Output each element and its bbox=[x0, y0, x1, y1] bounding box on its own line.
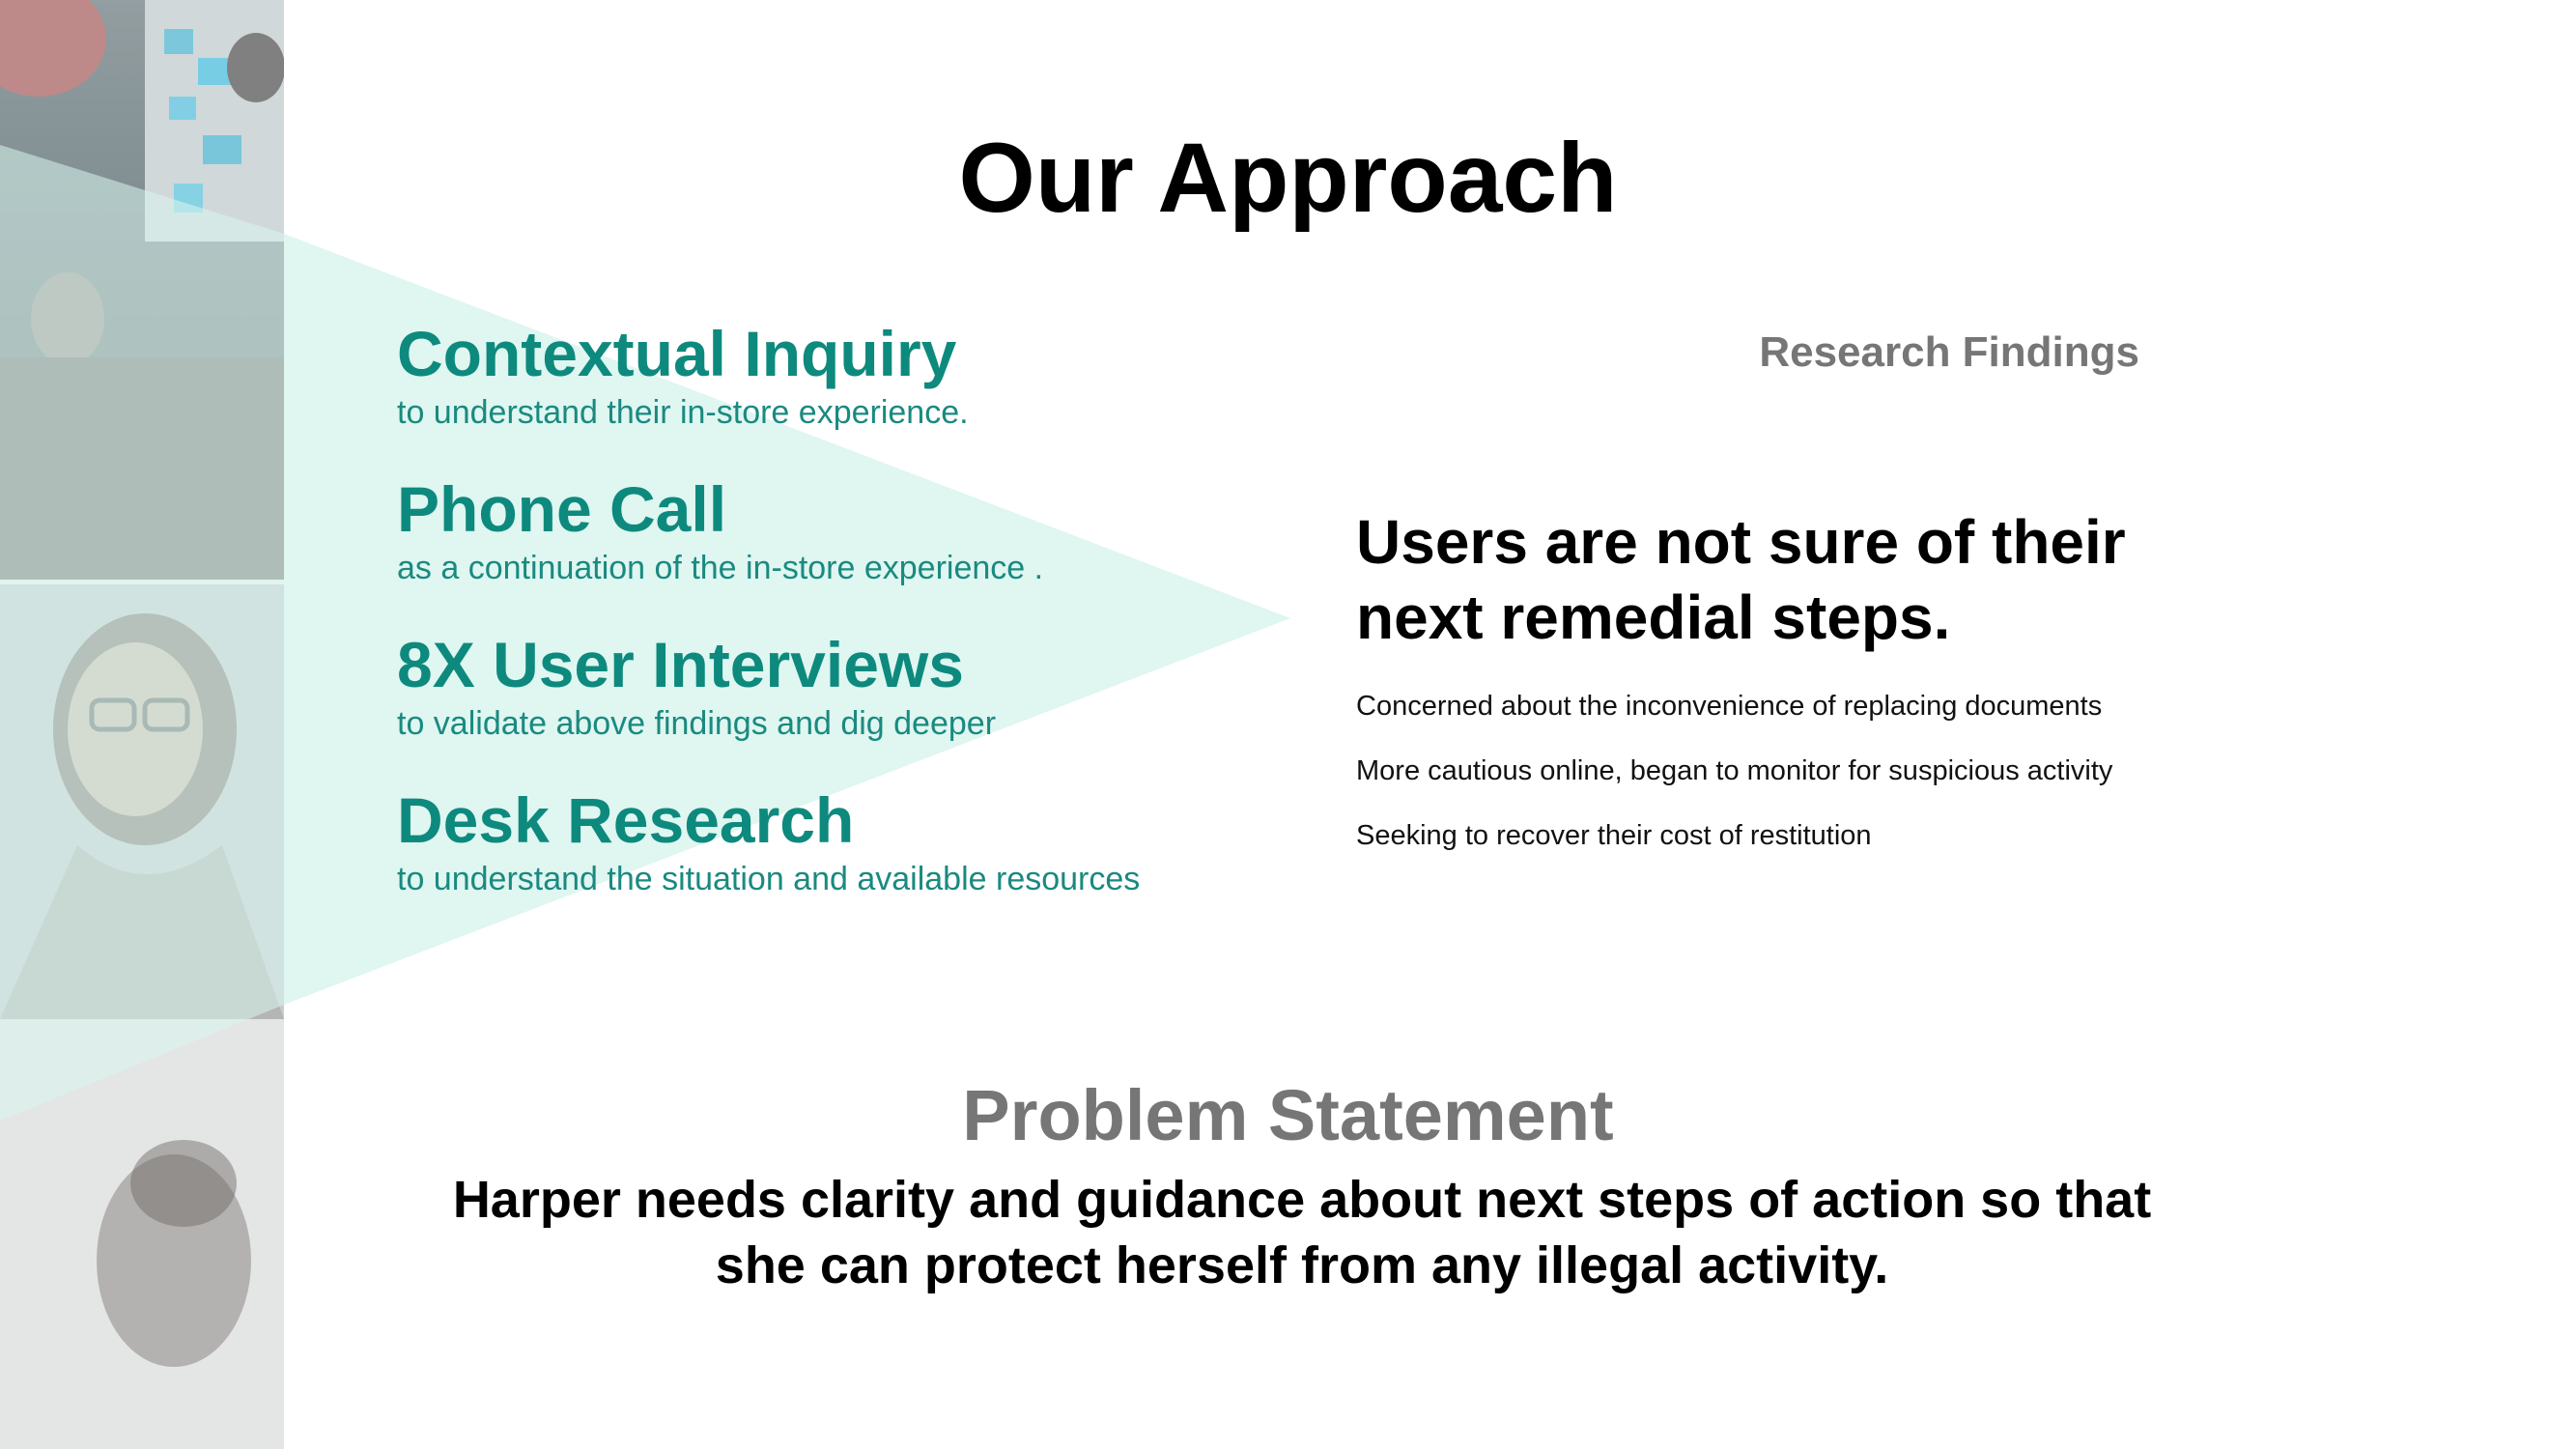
research-findings-list: Concerned about the inconvenience of rep… bbox=[1356, 690, 2112, 884]
approach-description: to understand the situation and availabl… bbox=[397, 860, 1141, 897]
approach-heading: Phone Call bbox=[397, 473, 727, 545]
problem-statement-label: Problem Statement bbox=[962, 1075, 1614, 1155]
approach-description: as a continuation of the in-store experi… bbox=[397, 549, 1044, 586]
approach-item-user-interviews: 8X User Interviews to validate above fin… bbox=[397, 630, 996, 743]
research-findings-headline: Users are not sure of their next remedia… bbox=[1356, 507, 2126, 653]
approach-item-desk-research: Desk Research to understand the situatio… bbox=[397, 785, 1140, 898]
approach-description: to validate above findings and dig deepe… bbox=[397, 704, 997, 742]
research-findings-label: Research Findings bbox=[1759, 328, 2139, 376]
approach-heading: 8X User Interviews bbox=[397, 629, 964, 700]
approach-item-phone-call: Phone Call as a continuation of the in-s… bbox=[397, 474, 1043, 587]
approach-heading: Contextual Inquiry bbox=[397, 318, 957, 389]
finding-item: More cautious online, began to monitor f… bbox=[1356, 755, 2113, 786]
approach-item-contextual-inquiry: Contextual Inquiry to understand their i… bbox=[397, 319, 969, 432]
approach-heading: Desk Research bbox=[397, 784, 855, 856]
finding-item: Seeking to recover their cost of restitu… bbox=[1356, 820, 1872, 851]
page-title: Our Approach bbox=[958, 123, 1618, 233]
finding-item: Concerned about the inconvenience of rep… bbox=[1356, 691, 2103, 722]
approach-description: to understand their in-store experience. bbox=[397, 393, 969, 431]
problem-statement-text: Harper needs clarity and guidance about … bbox=[452, 1171, 2152, 1295]
